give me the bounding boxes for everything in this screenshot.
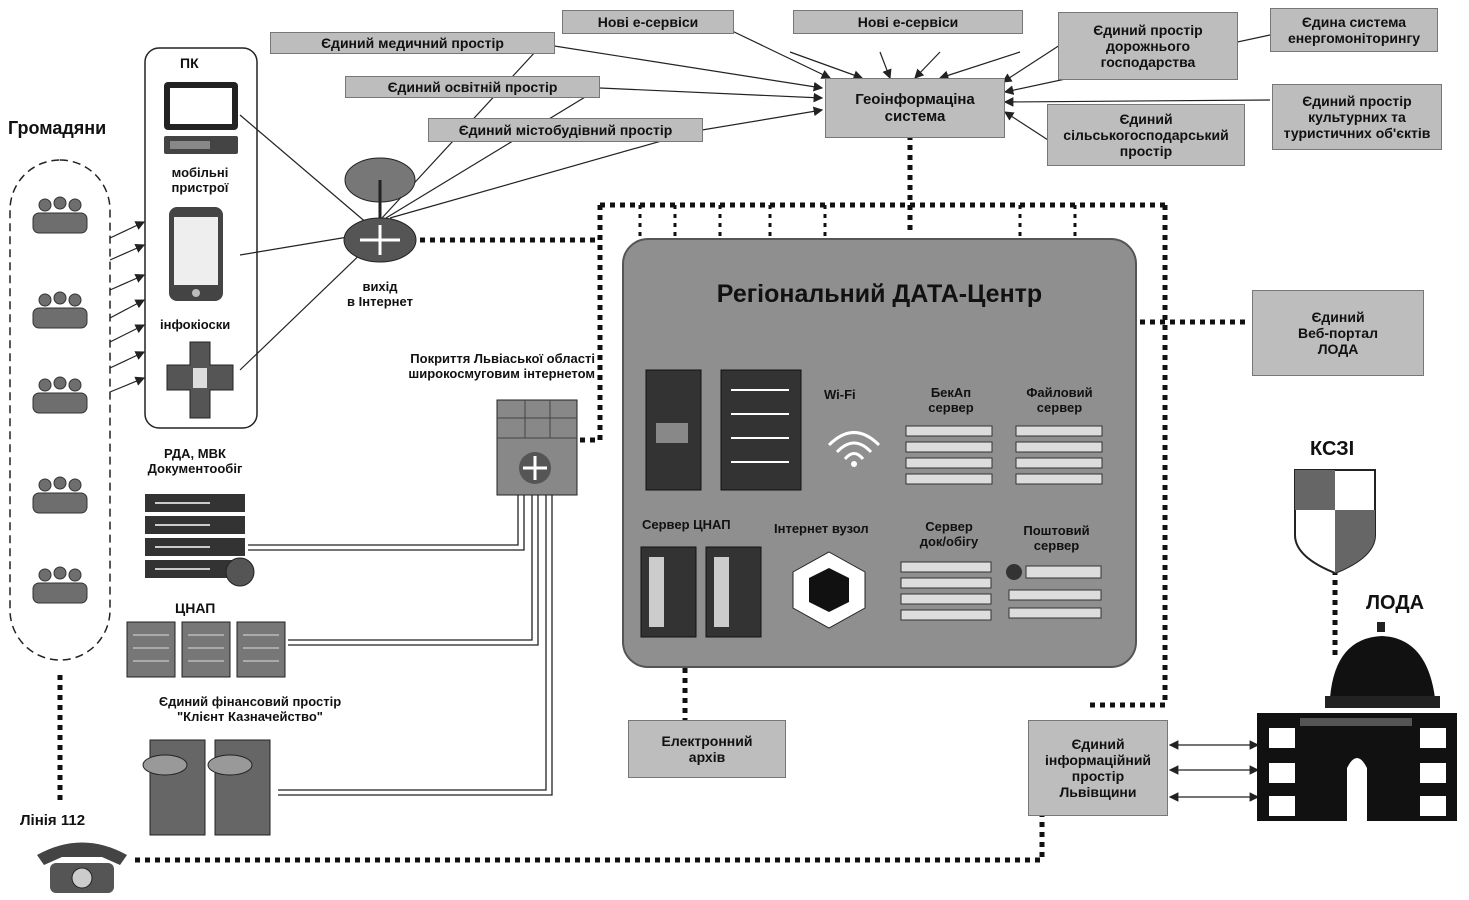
energy-monitoring-box: Єдина система енергомоніторингу (1270, 8, 1438, 52)
new-eservices-box-1: Нові е-сервіси (562, 10, 734, 34)
wifi-icon (827, 431, 881, 467)
citizens-group-icon (32, 196, 88, 604)
government-building-icon (1257, 622, 1457, 821)
datacenter-title: Регіональний ДАТА-Центр (716, 280, 1043, 308)
firewall-icon (496, 399, 578, 496)
cnap-server-icon (640, 546, 762, 638)
doc-server-icon (900, 561, 992, 621)
backup-server-label: БекАп сервер (928, 385, 974, 415)
new-eservices-box-2: Нові е-сервіси (793, 10, 1023, 34)
finance-label: Єдиний фінансовий простір "Клієнт Казнач… (158, 694, 342, 724)
medical-space-box: Єдиний медичний простір (270, 32, 555, 54)
infokiosk-icon (166, 341, 234, 419)
internet-node-label: Інтернет вузол (774, 521, 869, 536)
urban-space-box: Єдиний містобудівний простір (428, 118, 703, 142)
doc-server-label: Сервер док/обігу (919, 519, 979, 549)
mail-server-label: Поштовий сервер (1023, 523, 1090, 553)
rda-label: РДА, МВК Документообіг (147, 446, 243, 476)
cnap-label: ЦНАП (175, 600, 216, 616)
file-server-label: Файловий сервер (1026, 385, 1093, 415)
agro-space-box: Єдиний сільськогосподарський простір (1047, 104, 1245, 166)
info-space-box: Єдиний інформаційний простір Львівщини (1028, 720, 1168, 816)
kszi-label: КСЗІ (1310, 438, 1355, 460)
mobile-device-icon (169, 207, 223, 301)
pc-label: ПК (180, 55, 199, 71)
internet-node-icon (792, 551, 866, 629)
internet-exit-label: вихід в Інтернет (347, 279, 413, 309)
cnap-terminals-icon (126, 621, 286, 678)
rda-server-icon (145, 494, 255, 587)
switch-rack-icon (720, 369, 802, 491)
mail-server-icon (1006, 564, 1102, 619)
web-portal-box: Єдиний Веб-портал ЛОДА (1252, 290, 1424, 376)
treasury-server-icon (142, 739, 271, 836)
line112-label: Лінія 112 (20, 812, 86, 829)
culture-space-box: Єдиний простір культурних та туристичних… (1272, 84, 1442, 150)
gis-box: Геоінформаціна система (825, 78, 1005, 138)
cnap-server-label: Сервер ЦНАП (642, 517, 731, 532)
electronic-archive-box: Електронний архів (628, 720, 786, 778)
kiosk-label: інфокіоски (160, 317, 231, 332)
wifi-label: Wi-Fi (824, 387, 856, 402)
security-shield-icon (1294, 469, 1376, 575)
backup-server-icon (905, 425, 993, 485)
citizens-title: Громадяни (8, 118, 107, 138)
mobile-label: мобільні пристрої (171, 165, 229, 195)
telephone-icon (37, 842, 127, 893)
road-space-box: Єдиний простір дорожнього господарства (1058, 12, 1238, 80)
rack-server-icon (645, 369, 702, 491)
coverage-label: Покриття Львіаської області широкосмугов… (408, 351, 595, 381)
pc-icon (164, 82, 238, 154)
regional-datacenter: Регіональний ДАТА-Центр Wi-Fi БекАп серв… (622, 238, 1137, 668)
loda-label: ЛОДА (1366, 592, 1425, 614)
satellite-router-icon (343, 157, 417, 263)
education-space-box: Єдиний освітній простір (345, 76, 600, 98)
file-server-icon (1015, 425, 1103, 485)
